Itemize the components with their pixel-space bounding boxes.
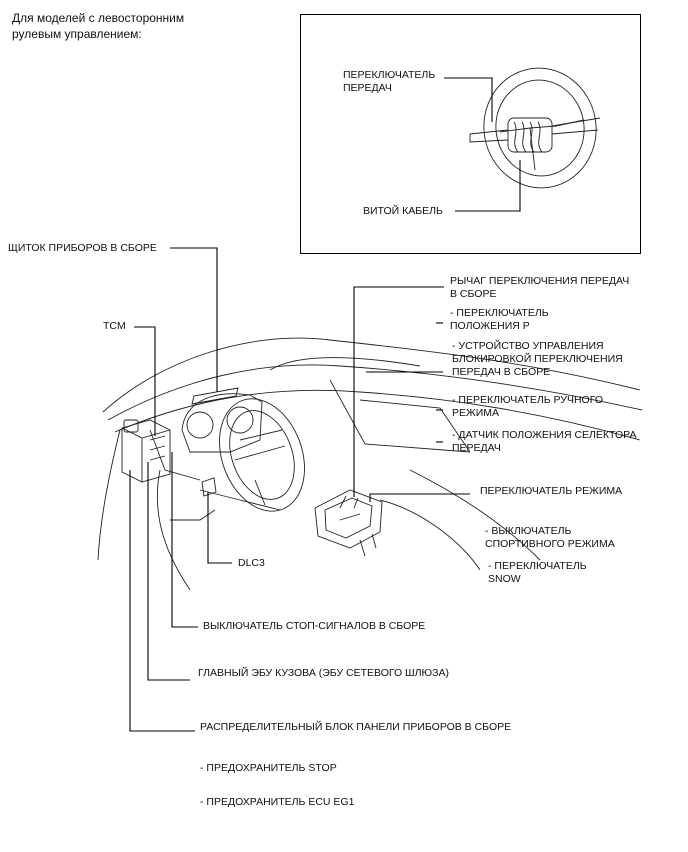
label-park-switch-1: - ПЕРЕКЛЮЧАТЕЛЬ (450, 307, 549, 319)
label-selector-sensor-2: ПЕРЕДАЧ (452, 442, 501, 454)
steering-wheel-inset (300, 14, 641, 254)
label-fuse-ecu: - ПРЕДОХРАНИТЕЛЬ ECU EG1 (200, 796, 355, 808)
label-stop-light-switch: ВЫКЛЮЧАТЕЛЬ СТОП-СИГНАЛОВ В СБОРЕ (203, 620, 426, 632)
label-shift-lock-1: - УСТРОЙСТВО УПРАВЛЕНИЯ (452, 340, 604, 352)
header-line-1: Для моделей с левосторонним (12, 11, 185, 25)
label-shift-lever-2: В СБОРЕ (450, 288, 497, 300)
label-sport-switch-2: СПОРТИВНОГО РЕЖИМА (485, 538, 615, 550)
label-park-switch-2: ПОЛОЖЕНИЯ P (450, 320, 530, 332)
label-selector-sensor-1: - ДАТЧИК ПОЛОЖЕНИЯ СЕЛЕКТОРА (452, 429, 637, 441)
label-combination-meter: ЩИТОК ПРИБОРОВ В СБОРЕ (8, 242, 157, 254)
shift-lever-assembly (314, 489, 383, 557)
label-shift-switch-1: ПЕРЕКЛЮЧАТЕЛЬ (343, 69, 436, 81)
label-dlc3: DLC3 (238, 557, 265, 569)
leader-lines (129, 77, 521, 732)
label-shift-lock-2: БЛОКИРОВКОЙ ПЕРЕКЛЮЧЕНИЯ (452, 353, 623, 365)
label-snow-switch-2: SNOW (488, 573, 521, 585)
label-snow-switch-1: - ПЕРЕКЛЮЧАТЕЛЬ (488, 560, 587, 572)
label-manual-mode-1: - ПЕРЕКЛЮЧАТЕЛЬ РУЧНОГО (452, 394, 603, 406)
label-spiral-cable: ВИТОЙ КАБЕЛЬ (363, 205, 443, 217)
label-shift-lock-3: ПЕРЕДАЧ В СБОРЕ (452, 366, 551, 378)
label-shift-lever-1: РЫЧАГ ПЕРЕКЛЮЧЕНИЯ ПЕРЕДАЧ (450, 275, 630, 287)
tcm-module (121, 419, 171, 483)
label-junction-block: РАСПРЕДЕЛИТЕЛЬНЫЙ БЛОК ПАНЕЛИ ПРИБОРОВ В… (200, 721, 512, 733)
dashboard-outline (97, 337, 643, 591)
instrument-cluster (181, 387, 263, 453)
inset-steering-wheel (469, 67, 601, 189)
steering-wheel (219, 398, 305, 512)
label-manual-mode-2: РЕЖИМА (452, 407, 499, 419)
label-fuse-stop: - ПРЕДОХРАНИТЕЛЬ STOP (200, 762, 337, 774)
dlc3-connector (201, 477, 217, 497)
label-sport-switch-1: - ВЫКЛЮЧАТЕЛЬ (485, 525, 572, 537)
header-line-2: рулевым управлением: (12, 27, 142, 41)
label-main-body-ecu: ГЛАВНЫЙ ЭБУ КУЗОВА (ЭБУ СЕТЕВОГО ШЛЮЗА) (198, 667, 450, 679)
label-mode-switch: ПЕРЕКЛЮЧАТЕЛЬ РЕЖИМА (480, 485, 623, 497)
label-shift-switch-2: ПЕРЕДАЧ (343, 82, 392, 94)
label-tcm: TCM (103, 320, 126, 332)
